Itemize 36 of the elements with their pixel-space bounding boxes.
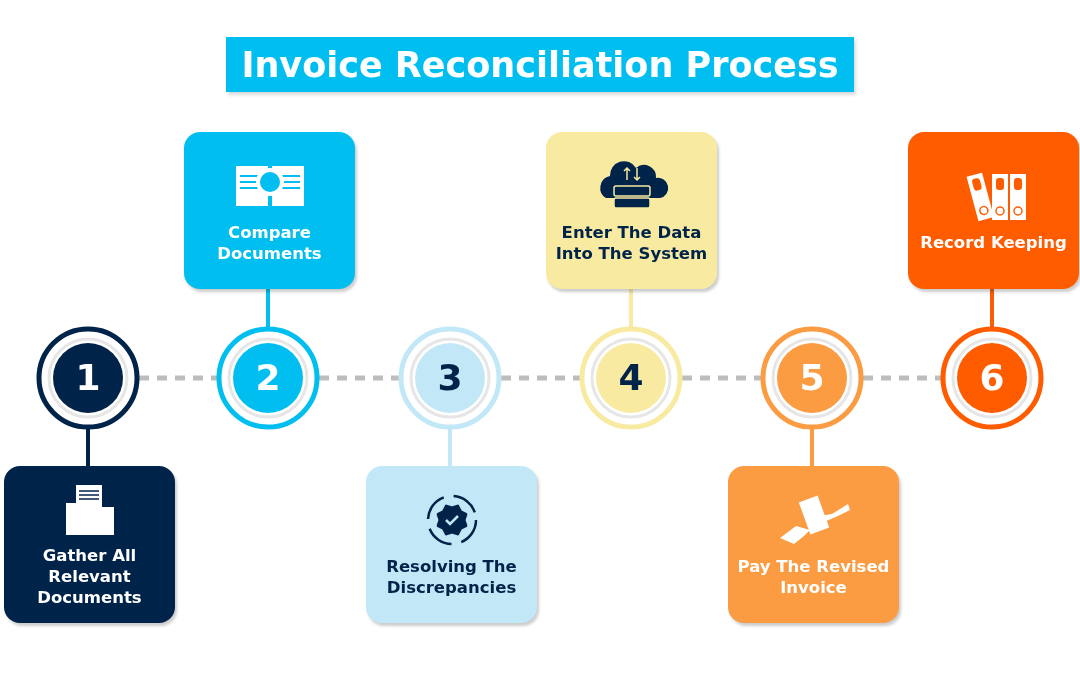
step-label: Pay The Revised Invoice	[736, 555, 891, 598]
dashed-connector	[682, 375, 761, 381]
step-number: 2	[255, 360, 281, 396]
step-number: 5	[799, 360, 825, 396]
connector-line	[266, 289, 270, 327]
step-card	[4, 466, 175, 623]
dashed-connector	[501, 375, 580, 381]
step-circle	[940, 326, 1044, 430]
step-label: Gather All Relevant Documents	[36, 545, 143, 608]
step-label: Resolving The Discrepancies	[385, 555, 518, 598]
connector-line	[990, 289, 994, 327]
connector-line	[810, 429, 814, 466]
step-circle	[36, 326, 140, 430]
step-number: 3	[437, 360, 463, 396]
dashed-connector	[139, 375, 217, 381]
connector-line	[86, 429, 90, 466]
step-circle	[579, 326, 683, 430]
dashed-connector	[863, 375, 941, 381]
connector-line	[629, 289, 633, 327]
step-circle	[216, 326, 320, 430]
connector-line	[448, 429, 452, 466]
title-banner: Invoice Reconciliation Process	[226, 37, 854, 92]
step-number: 4	[618, 360, 644, 396]
step-circle	[398, 326, 502, 430]
step-card	[184, 132, 355, 289]
step-card	[908, 132, 1079, 289]
step-label: Enter The Data Into The System	[554, 221, 709, 264]
step-number: 1	[75, 360, 101, 396]
dashed-connector	[319, 375, 399, 381]
step-card	[366, 466, 537, 623]
step-circle	[760, 326, 864, 430]
step-card	[728, 466, 899, 623]
step-number: 6	[979, 360, 1005, 396]
step-label: Compare Documents	[216, 221, 323, 264]
step-label: Record Keeping	[920, 232, 1067, 253]
step-card	[546, 132, 717, 289]
